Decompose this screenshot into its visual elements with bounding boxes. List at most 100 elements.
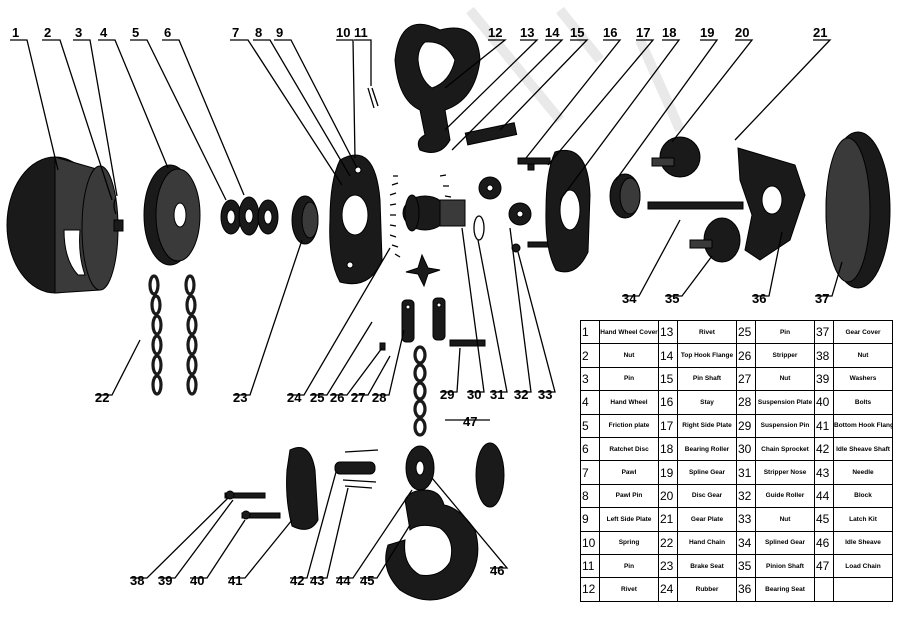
- part-number-cell: 11: [580, 553, 600, 579]
- part-spring: [389, 174, 454, 258]
- part-name-cell: Nut: [755, 366, 815, 392]
- part-name-cell: Gear Cover: [833, 319, 893, 345]
- part-number-cell: 31: [736, 460, 756, 485]
- callout-21: 21: [813, 25, 827, 40]
- part-name-cell: Rubber: [677, 577, 737, 602]
- part-number-cell: 9: [580, 507, 600, 532]
- part-hand-chain: [148, 274, 198, 396]
- part-number-cell: 6: [580, 436, 600, 462]
- part-name-cell: Needle: [833, 460, 893, 485]
- part-number-cell: 4: [580, 390, 600, 415]
- callout-12: 12: [488, 25, 502, 40]
- part-name-cell: Bearing Roller: [677, 436, 737, 462]
- part-name-cell: Bearing Seat: [755, 577, 815, 602]
- part-guide-rollers: [478, 176, 532, 253]
- part-number-cell: 28: [736, 390, 756, 415]
- callout-26: 26: [330, 390, 344, 405]
- part-number-cell: 30: [736, 436, 756, 462]
- callout-31: 31: [490, 387, 504, 402]
- part-idle-sheave: [405, 442, 505, 508]
- callout-18: 18: [662, 25, 676, 40]
- part-number-cell: 10: [580, 530, 600, 555]
- part-splined-gear-shaft: [647, 201, 744, 210]
- part-number-cell: 33: [736, 507, 756, 532]
- callout-43: 43: [310, 573, 324, 588]
- part-disc-gear-top: [651, 136, 701, 178]
- part-number-cell: 35: [736, 553, 756, 579]
- part-number-cell: 37: [814, 319, 834, 345]
- callout-8: 8: [255, 25, 262, 40]
- part-name-cell: Ratchet Disc: [599, 436, 659, 462]
- part-number-cell: 43: [814, 460, 834, 485]
- callout-42: 42: [290, 573, 304, 588]
- callout-30: 30: [467, 387, 481, 402]
- part-name-cell: Spring: [599, 530, 659, 555]
- part-number-cell: 22: [658, 530, 678, 555]
- callout-29: 29: [440, 387, 454, 402]
- callout-38: 38: [130, 573, 144, 588]
- part-name-cell: Washers: [833, 366, 893, 392]
- part-name-cell: Suspension Pin: [755, 413, 815, 438]
- part-name-cell: Load Chain: [833, 553, 893, 579]
- part-name-cell: Left Side Plate: [599, 507, 659, 532]
- part-bolts-washers: [224, 490, 281, 520]
- callout-10: 10: [336, 25, 350, 40]
- part-name-cell: Suspension Plate: [755, 390, 815, 415]
- part-number-cell: 17: [658, 413, 678, 438]
- callout-leaders: [10, 39, 843, 579]
- callout-33: 33: [538, 387, 552, 402]
- part-name-cell: [833, 577, 893, 602]
- part-name-cell: Bottom Hook Flange: [833, 413, 893, 438]
- callout-34: 34: [622, 291, 637, 306]
- callout-16: 16: [603, 25, 617, 40]
- part-name-cell: Idle Sheave: [833, 530, 893, 555]
- part-number-cell: 34: [736, 530, 756, 555]
- part-number-cell: 39: [814, 366, 834, 392]
- part-name-cell: Guide Roller: [755, 483, 815, 509]
- part-number-cell: 45: [814, 507, 834, 532]
- part-name-cell: Pawl Pin: [599, 483, 659, 509]
- callout-13: 13: [520, 25, 534, 40]
- callout-1: 1: [12, 25, 19, 40]
- part-name-cell: Pin: [599, 366, 659, 392]
- part-number-cell: 32: [736, 483, 756, 509]
- part-name-cell: Nut: [599, 343, 659, 368]
- part-name-cell: Hand Wheel: [599, 390, 659, 415]
- part-number-cell: 44: [814, 483, 834, 509]
- callout-36: 36: [752, 291, 766, 306]
- part-brake-seat: [291, 195, 319, 245]
- part-suspension-pin: [449, 339, 486, 347]
- part-name-cell: Chain Sprocket: [755, 436, 815, 462]
- part-number-cell: 16: [658, 390, 678, 415]
- part-rubber: [405, 253, 441, 288]
- callout-2: 2: [44, 25, 51, 40]
- part-number-cell: 27: [736, 366, 756, 392]
- part-number-cell: 18: [658, 436, 678, 462]
- part-bottom-hook: [385, 489, 479, 601]
- part-name-cell: Disc Gear: [677, 483, 737, 509]
- part-bottom-hook-flange: [286, 447, 319, 530]
- part-number-cell: 12: [580, 577, 600, 602]
- part-number-cell: 19: [658, 460, 678, 485]
- callout-22: 22: [95, 390, 109, 405]
- callout-28: 28: [372, 390, 386, 405]
- part-number-cell: 21: [658, 507, 678, 532]
- callout-17: 17: [636, 25, 650, 40]
- callout-5: 5: [132, 25, 139, 40]
- part-number-cell: 7: [580, 460, 600, 485]
- callout-15: 15: [570, 25, 584, 40]
- part-name-cell: Hand Chain: [677, 530, 737, 555]
- part-number-cell: 8: [580, 483, 600, 509]
- part-number-cell: 26: [736, 343, 756, 368]
- part-number-cell: 24: [658, 577, 678, 602]
- part-number-cell: 2: [580, 343, 600, 368]
- part-number-cell: 20: [658, 483, 678, 509]
- part-gear-cover: [825, 131, 891, 289]
